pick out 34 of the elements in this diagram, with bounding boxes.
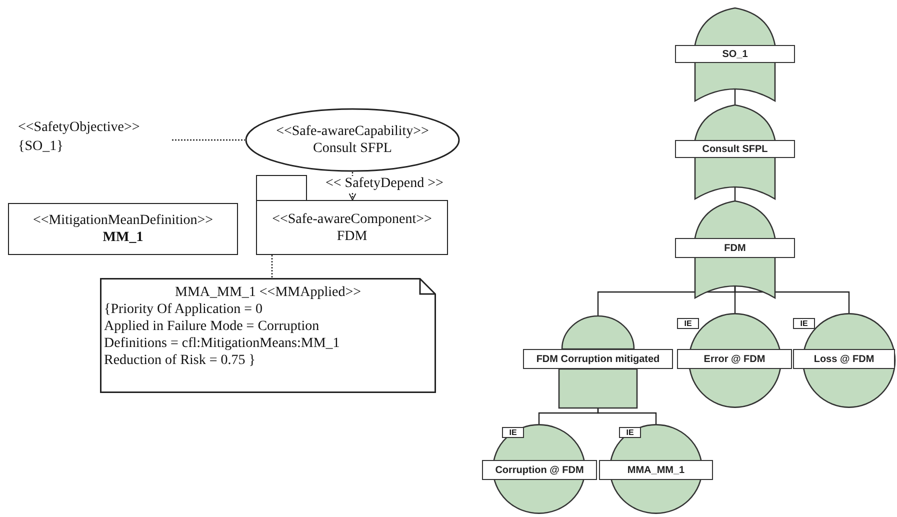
connector-line: [271, 255, 273, 278]
event-tag: IE: [793, 318, 815, 329]
element-name: Consult SFPL: [313, 140, 392, 157]
element-name: FDM: [336, 228, 368, 244]
connector-line: [597, 408, 657, 424]
connector-line: [734, 187, 736, 201]
event-tag: IE: [677, 318, 699, 329]
event-label: Loss @ FDM: [793, 349, 895, 369]
connector-line: [734, 89, 736, 105]
event-label: MMA_MM_1: [599, 460, 713, 480]
event-tag: IE: [619, 427, 641, 438]
constraint-text: {SO_1}: [18, 138, 64, 156]
event-tag: IE: [502, 427, 524, 438]
edge-label: << SafetyDepend >>: [324, 176, 444, 192]
class-box: [8, 203, 238, 255]
event-label: Corruption @ FDM: [482, 460, 597, 480]
note-line: Reduction of Risk = 0.75 }: [103, 352, 256, 369]
stereotype-label: <<Safe-awareCapability>>: [276, 123, 429, 140]
note-title: MMA_MM_1 <<MMApplied>>: [174, 284, 362, 301]
note-line: Definitions = cfl:MitigationMeans:MM_1: [103, 335, 341, 352]
component-box: [256, 200, 448, 255]
event-label: Consult SFPL: [675, 140, 795, 158]
stereotype-label: <<MitigationMeanDefinition>>: [32, 212, 214, 229]
note-line: {Priority Of Application = 0: [103, 301, 264, 318]
note-line: Applied in Failure Mode = Corruption: [103, 318, 320, 335]
stereotype-label: <<SafetyObjective>>: [18, 119, 141, 137]
element-name: MM_1: [102, 229, 144, 246]
connector-line: [172, 139, 245, 141]
event-label: FDM Corruption mitigated: [523, 349, 673, 369]
connector-line: [734, 286, 850, 313]
event-label: Error @ FDM: [677, 349, 792, 369]
stereotype-label: <<Safe-awareComponent>>: [272, 210, 432, 228]
event-label: SO_1: [675, 45, 795, 63]
event-label: FDM: [675, 238, 795, 258]
